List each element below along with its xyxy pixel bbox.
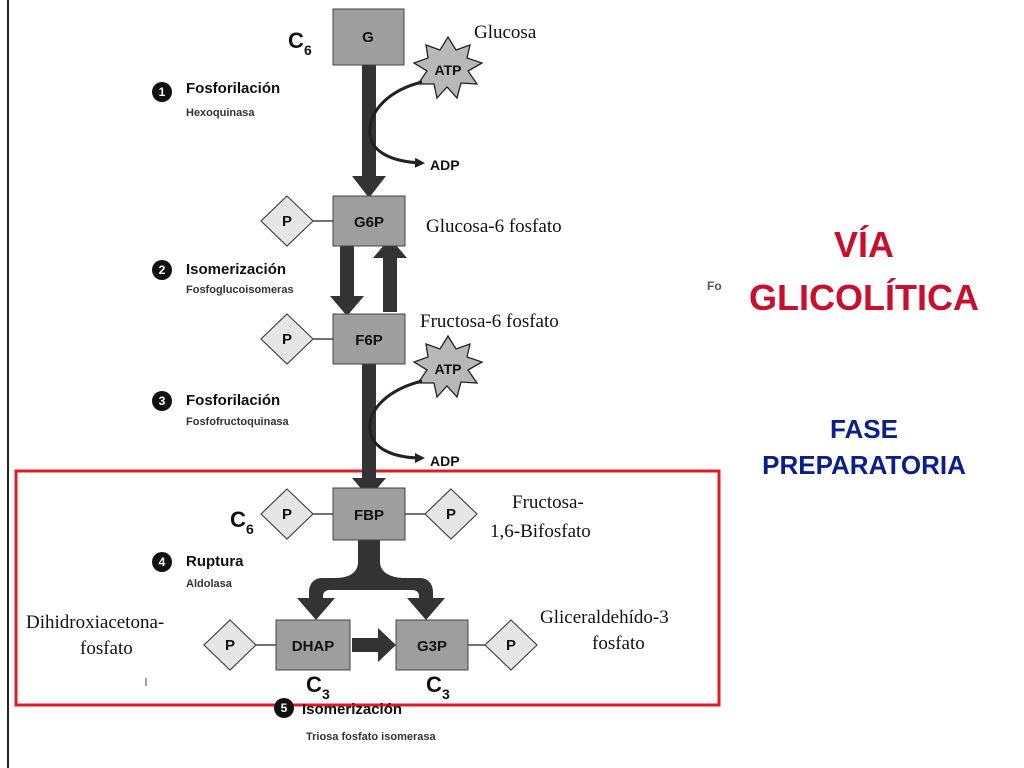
phosphate-f6p: P bbox=[260, 313, 314, 365]
molecule-g6p-label: G6P bbox=[354, 214, 384, 231]
step-5: 5 Isomerización Triosa fosfato isomerasa bbox=[274, 698, 436, 743]
name-glucosa: Glucosa bbox=[474, 22, 537, 43]
molecule-dhap-label: DHAP bbox=[292, 638, 335, 655]
phosphate-g6p-label: P bbox=[282, 213, 292, 230]
title-line1: VÍA bbox=[834, 224, 894, 265]
name-g3p-line1: Gliceraldehído-3 bbox=[540, 607, 669, 628]
carbon-c6-top: C 6 bbox=[288, 28, 312, 58]
name-f6p: Fructosa-6 fosfato bbox=[420, 311, 559, 332]
phosphate-g3p-label: P bbox=[506, 637, 516, 654]
carbon-c3-g3p-sub: 3 bbox=[442, 686, 450, 702]
molecule-g-label: G bbox=[362, 29, 374, 46]
atp-2-label: ATP bbox=[435, 361, 462, 377]
atp-curve-2 bbox=[368, 379, 425, 463]
carbon-c6-fbp-sub: 6 bbox=[246, 521, 254, 537]
adp-2-label: ADP bbox=[430, 453, 460, 469]
step-2-number: 2 bbox=[159, 263, 166, 277]
box-g3p: G3P bbox=[395, 619, 469, 671]
step-5-title: Isomerización bbox=[302, 701, 402, 718]
subtitle-line2: PREPARATORIA bbox=[762, 450, 966, 480]
phosphate-fbp-left-label: P bbox=[282, 506, 292, 523]
box-fbp: FBP bbox=[332, 487, 406, 541]
carbon-c3-g3p: C 3 bbox=[426, 672, 450, 702]
name-dhap-line1: Dihidroxiacetona- bbox=[26, 612, 164, 633]
step-3-title: Fosforilación bbox=[186, 392, 280, 409]
step-2: 2 Isomerización Fosfoglucoisomeras bbox=[152, 260, 294, 296]
atp-1-label: ATP bbox=[435, 62, 462, 78]
arrow-g6p-to-f6p bbox=[330, 243, 364, 316]
step-1-enzyme: Hexoquinasa bbox=[186, 107, 255, 119]
carbon-c6-fbp: C 6 bbox=[230, 507, 254, 537]
phosphate-dhap-label: P bbox=[225, 637, 235, 654]
subtitle-line1: FASE bbox=[830, 414, 898, 444]
step-3-enzyme: Fosfofructoquinasa bbox=[186, 416, 290, 428]
carbon-c6-top-sub: 6 bbox=[304, 42, 312, 58]
arrow-fbp-split bbox=[297, 540, 445, 620]
cofactor-group-2: ATP ADP bbox=[368, 334, 484, 469]
molecule-fbp-label: FBP bbox=[354, 507, 384, 524]
phosphate-dhap: P bbox=[203, 619, 257, 671]
step-3-number: 3 bbox=[159, 394, 166, 408]
name-dhap-line2: fosfato bbox=[80, 638, 133, 659]
step-5-enzyme: Triosa fosfato isomerasa bbox=[306, 731, 436, 743]
phosphate-g6p: P bbox=[260, 195, 314, 247]
arrow-f6p-to-g6p bbox=[373, 238, 407, 312]
phosphate-fbp-left: P bbox=[260, 488, 314, 540]
arrow-dhap-to-g3p bbox=[352, 628, 396, 662]
step-1-number: 1 bbox=[159, 85, 166, 99]
step-2-title: Isomerización bbox=[186, 261, 286, 278]
atp-curve-1 bbox=[368, 80, 425, 168]
molecule-g3p-label: G3P bbox=[417, 638, 447, 655]
step-1: 1 Fosforilación Hexoquinasa bbox=[152, 80, 280, 119]
box-dhap: DHAP bbox=[275, 619, 351, 671]
carbon-c6-top-c: C bbox=[288, 28, 304, 53]
box-g6p: G6P bbox=[332, 195, 406, 247]
phosphate-g3p: P bbox=[484, 619, 538, 671]
name-g3p-line2: fosfato bbox=[592, 633, 645, 654]
phosphate-fbp-right-label: P bbox=[446, 506, 456, 523]
molecule-f6p-label: F6P bbox=[355, 332, 383, 349]
step-4-title: Ruptura bbox=[186, 553, 244, 570]
box-g: G bbox=[332, 8, 405, 66]
name-fbp-line2: 1,6-Bifosfato bbox=[490, 521, 591, 542]
phosphates: P P P P P P bbox=[203, 195, 538, 671]
atp-burst-1 bbox=[412, 35, 484, 100]
molecule-names: Glucosa Glucosa-6 fosfato Fructosa-6 fos… bbox=[26, 22, 669, 659]
phosphate-fbp-right: P bbox=[424, 488, 478, 540]
step-1-title: Fosforilación bbox=[186, 80, 280, 97]
carbon-c6-fbp-c: C bbox=[230, 507, 246, 532]
adp-1-label: ADP bbox=[430, 157, 460, 173]
box-f6p: F6P bbox=[332, 313, 406, 365]
phosphate-f6p-label: P bbox=[282, 331, 292, 348]
step-5-number: 5 bbox=[281, 701, 288, 715]
step-labels: 1 Fosforilación Hexoquinasa 2 Isomerizac… bbox=[152, 80, 436, 743]
carbon-c3-dhap-c: C bbox=[306, 672, 322, 697]
carbon-c3-g3p-c: C bbox=[426, 672, 442, 697]
name-fbp-line1: Fructosa- bbox=[512, 492, 584, 513]
name-g6p: Glucosa-6 fosfato bbox=[426, 216, 562, 237]
cofactor-group-1: ATP ADP bbox=[368, 35, 484, 173]
atp-burst-2 bbox=[412, 334, 484, 399]
step-4: 4 Ruptura Aldolasa bbox=[152, 552, 244, 590]
title-line2: GLICOLÍTICA bbox=[749, 277, 979, 318]
carbon-labels: C 6 C 6 C 3 C 3 bbox=[230, 28, 450, 702]
step-3: 3 Fosforilación Fosfofructoquinasa bbox=[152, 391, 290, 428]
title-stray-text: Fo bbox=[707, 279, 722, 293]
carbon-c3-dhap: C 3 bbox=[306, 672, 330, 702]
step-4-enzyme: Aldolasa bbox=[186, 578, 233, 590]
carbon-c3-dhap-sub: 3 bbox=[322, 686, 330, 702]
step-4-number: 4 bbox=[159, 555, 166, 569]
step-2-enzyme: Fosfoglucoisomeras bbox=[186, 284, 294, 296]
slide-title: VÍA Fo GLICOLÍTICA FASE PREPARATORIA bbox=[707, 224, 979, 480]
